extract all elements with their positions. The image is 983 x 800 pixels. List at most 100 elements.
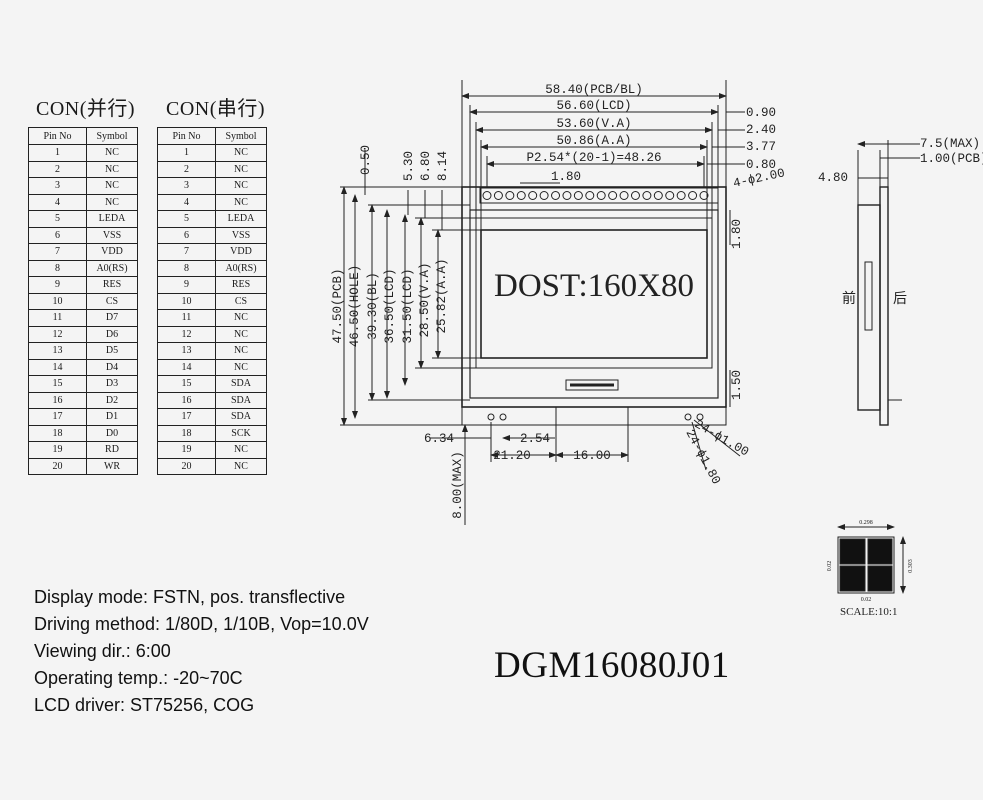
pixel-gap-v: 0.02: [827, 561, 833, 572]
label-front: 前: [842, 290, 856, 307]
dim-right-2: 3.77: [746, 140, 776, 154]
dim-aa-height: 25.82(A.A): [435, 258, 449, 333]
spec-lcd-driver: LCD driver: ST75256, COG: [34, 695, 255, 715]
pixel-gap-h: 0.02: [861, 597, 872, 603]
pin-symbol-cell: NC: [215, 457, 267, 475]
dim-right-5: 1.50: [730, 370, 744, 400]
header-pin: [539, 191, 549, 200]
spec-operating-temp: Operating temp.: -20~70C: [34, 668, 243, 688]
dim-side-pcb: 1.00(PCB): [920, 152, 983, 166]
header-pin: [688, 191, 698, 200]
symbol-header: Symbol: [215, 127, 267, 145]
dim-top-v-0: 0.50: [359, 145, 373, 175]
header-pin: [630, 191, 640, 200]
dim-bl-height: 39.30(BL): [366, 272, 380, 340]
dim-side-max: 7.5(MAX): [920, 137, 980, 151]
dim-aa-width: 50.86(A.A): [556, 134, 631, 148]
spec-driving-method: Driving method: 1/80D, 1/10B, Vop=10.0V: [34, 614, 369, 634]
dim-bottom-1: 2.54: [520, 432, 550, 446]
header-pin: [493, 191, 503, 200]
dim-pcb-height: 47.50(PCB): [331, 268, 345, 343]
dim-pitch: P2.54*(20-1)=48.26: [526, 151, 661, 165]
dim-lcd-height: 36.50(LCD): [383, 268, 397, 343]
label-back: 后: [893, 291, 907, 307]
dim-top-v-1: 5.30: [402, 151, 416, 181]
dim-bottom-3: 16.00: [573, 449, 611, 463]
dim-lcd-height-2: 31.50(LCD): [401, 268, 415, 343]
dim-side-depth: 4.80: [818, 171, 848, 185]
dim-bottom-2: 21.20: [493, 449, 531, 463]
header-pin: [551, 191, 561, 200]
pin-header: [479, 187, 719, 204]
header-pin: [482, 191, 492, 200]
dim-right-0: 0.90: [746, 106, 776, 120]
dim-hole-height: 46.50(HOLE): [348, 265, 362, 348]
header-pin: [699, 191, 709, 200]
header-pin: [665, 191, 675, 200]
dim-pin-offset: 1.80: [551, 170, 581, 184]
header-pin: [585, 191, 595, 200]
header-pin: [596, 191, 606, 200]
pin-number-cell: 20: [28, 457, 87, 475]
scale-label: SCALE:10:1: [840, 606, 897, 618]
header-pin: [653, 191, 663, 200]
spec-list: Display mode: FSTN, pos. transflective D…: [34, 584, 369, 719]
spec-viewing-dir: Viewing dir.: 6:00: [34, 641, 171, 661]
pcb-outline: [461, 186, 727, 408]
spec-display-mode: Display mode: FSTN, pos. transflective: [34, 587, 346, 607]
header-pin: [516, 191, 526, 200]
header-pin: [528, 191, 538, 200]
view-area: [475, 217, 713, 369]
fpc-tab: [555, 407, 629, 426]
screen-text: DOST:160X80: [494, 268, 694, 304]
active-area: [480, 229, 708, 359]
lcd-outline: [469, 209, 719, 399]
dim-right-3: 0.80: [746, 158, 776, 172]
side-view-body: [857, 204, 881, 411]
header-pin: [676, 191, 686, 200]
header-pin: [642, 191, 652, 200]
pin-symbol-cell: RES: [86, 276, 138, 294]
pixel-height: 0.303: [908, 559, 914, 573]
parallel-table-title: CON(并行): [36, 98, 136, 120]
header-pin: [573, 191, 583, 200]
dim-lcd-width: 56.60(LCD): [556, 99, 631, 113]
model-number: DGM16080J01: [494, 645, 730, 686]
dim-pcb-width: 58.40(PCB/BL): [545, 83, 643, 97]
pin-symbol-cell: D5: [86, 342, 138, 360]
header-pin: [608, 191, 618, 200]
serial-table-title: CON(串行): [166, 98, 266, 120]
symbol-header: Symbol: [86, 127, 138, 145]
dim-bottom-0: 6.34: [424, 432, 454, 446]
pin-number-cell: 20: [157, 457, 216, 475]
dim-va-width: 53.60(V.A): [556, 117, 631, 131]
dim-top-v-2: 6.80: [419, 151, 433, 181]
header-pin: [562, 191, 572, 200]
pixel-detail: [837, 536, 895, 594]
pin-symbol-cell: WR: [86, 457, 138, 475]
